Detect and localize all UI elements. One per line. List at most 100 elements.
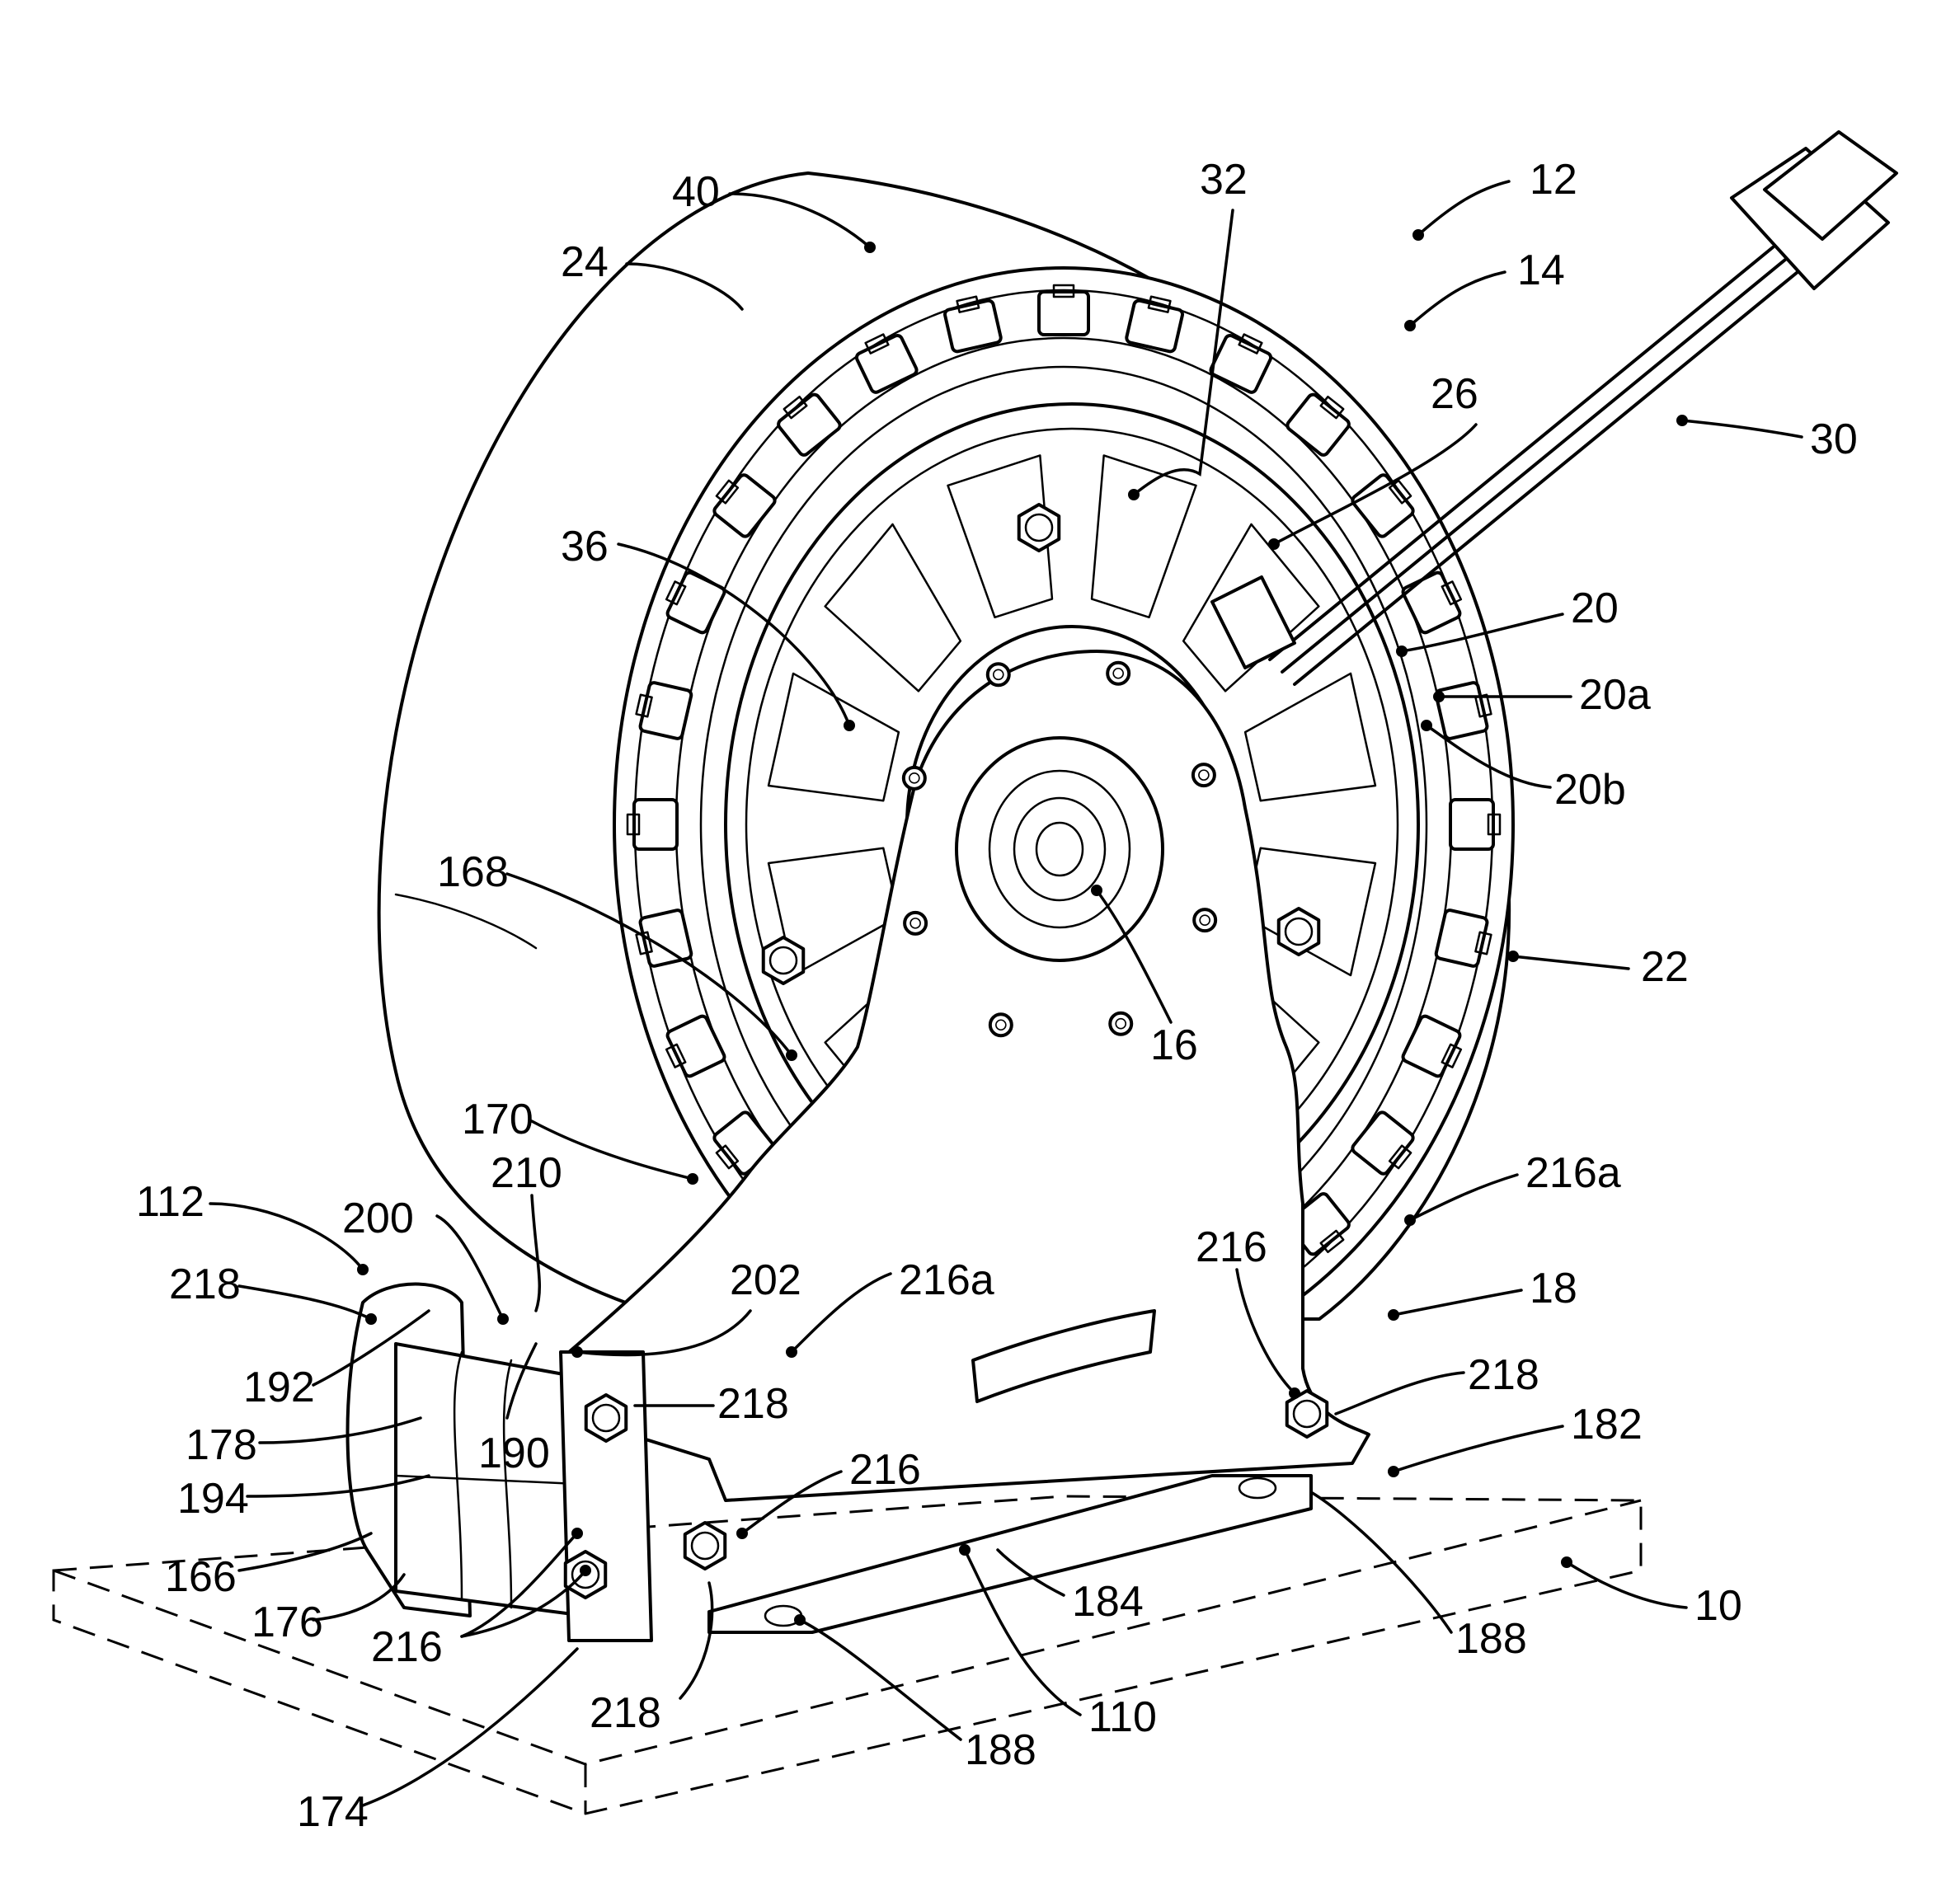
leader-arrowhead — [960, 1545, 970, 1555]
hex-nut — [586, 1395, 626, 1441]
leader-arrowhead — [1290, 1388, 1300, 1398]
label-166: 166 — [165, 1553, 237, 1601]
label-20: 20 — [1571, 585, 1619, 632]
screw-head — [1110, 1013, 1131, 1035]
label-36: 36 — [561, 523, 609, 570]
leader-line — [1410, 272, 1505, 326]
label-210: 210 — [491, 1149, 562, 1197]
leader-line — [1418, 181, 1509, 235]
leader-line — [239, 1533, 371, 1570]
screw-head — [1107, 663, 1129, 684]
label-20b: 20b — [1554, 766, 1626, 814]
leader-arrowhead — [1677, 415, 1687, 425]
label-10: 10 — [1694, 1582, 1742, 1630]
leader-arrowhead — [737, 1528, 747, 1538]
leader-arrowhead — [572, 1528, 582, 1538]
leader-arrowhead — [1413, 230, 1423, 240]
label-112: 112 — [136, 1178, 204, 1226]
label-192: 192 — [243, 1364, 315, 1411]
label-188-bottom: 188 — [965, 1726, 1036, 1774]
label-194: 194 — [177, 1475, 249, 1523]
screw-head — [905, 913, 926, 934]
screw-head — [1194, 909, 1215, 931]
leader-arrowhead — [1562, 1557, 1572, 1567]
label-176: 176 — [251, 1599, 323, 1646]
leader-arrowhead — [1405, 1215, 1415, 1225]
leader-arrowhead — [1434, 692, 1444, 702]
base-plate — [54, 1496, 1641, 1814]
leader-arrowhead — [688, 1174, 698, 1184]
label-22: 22 — [1641, 943, 1689, 991]
stator-tooth — [627, 800, 677, 849]
leader-line — [1311, 1492, 1451, 1632]
label-30: 30 — [1810, 415, 1858, 463]
leader-line — [1394, 1426, 1563, 1472]
label-188-right: 188 — [1455, 1615, 1527, 1663]
label-218-left: 218 — [169, 1261, 241, 1308]
label-178: 178 — [186, 1421, 257, 1469]
label-216-mid: 216 — [849, 1446, 921, 1494]
leader-line — [1682, 420, 1802, 437]
label-190: 190 — [478, 1430, 550, 1477]
label-218-bottom: 218 — [590, 1689, 661, 1737]
leader-arrowhead — [1405, 321, 1415, 331]
leader-arrowhead — [1422, 721, 1431, 730]
label-182: 182 — [1571, 1401, 1643, 1448]
label-20a: 20a — [1579, 671, 1651, 719]
label-202: 202 — [730, 1256, 801, 1304]
label-200: 200 — [342, 1195, 414, 1242]
leader-arrowhead — [498, 1314, 508, 1324]
label-12: 12 — [1530, 156, 1577, 204]
label-32: 32 — [1200, 156, 1248, 204]
label-168: 168 — [437, 848, 509, 896]
leader-arrowhead — [787, 1050, 797, 1060]
leader-line — [1513, 956, 1629, 969]
label-218-bottom-right: 218 — [1468, 1351, 1539, 1399]
stator-tooth — [1039, 285, 1088, 335]
label-216a-mid: 216a — [899, 1256, 994, 1304]
leader-line — [239, 1286, 371, 1319]
label-26: 26 — [1431, 370, 1478, 418]
leader-line — [800, 1620, 961, 1739]
leader-arrowhead — [787, 1347, 797, 1357]
label-18: 18 — [1530, 1265, 1577, 1312]
label-184: 184 — [1072, 1578, 1144, 1626]
label-218-mid: 218 — [717, 1380, 789, 1428]
leader-arrowhead — [795, 1615, 805, 1625]
stator-tooth — [1450, 800, 1500, 849]
label-14: 14 — [1517, 246, 1565, 294]
leader-arrowhead — [1508, 951, 1518, 961]
leader-arrowhead — [844, 721, 854, 730]
leader-line — [1336, 1373, 1464, 1414]
leader-arrowhead — [366, 1314, 376, 1324]
screw-head — [990, 1014, 1012, 1035]
leader-arrowhead — [1092, 885, 1102, 895]
leader-arrowhead — [572, 1347, 582, 1357]
label-16: 16 — [1150, 1021, 1198, 1069]
leader-arrowhead — [1397, 646, 1407, 656]
leader-arrowhead — [1129, 490, 1139, 500]
screw-head — [1193, 764, 1215, 786]
label-216a-right: 216a — [1525, 1149, 1621, 1197]
hex-nut — [764, 937, 803, 984]
leader-line — [680, 1583, 712, 1698]
label-40: 40 — [672, 168, 720, 216]
hex-nut — [1279, 908, 1318, 955]
leader-arrowhead — [1389, 1310, 1398, 1320]
label-170: 170 — [462, 1096, 533, 1143]
leader-arrowhead — [1269, 539, 1279, 549]
screw-head — [988, 664, 1009, 685]
leader-line — [1567, 1562, 1686, 1608]
label-216-left: 216 — [371, 1623, 443, 1671]
label-110: 110 — [1088, 1693, 1157, 1741]
leader-arrowhead — [865, 242, 875, 252]
leader-line — [1394, 1290, 1521, 1315]
leader-arrowhead — [580, 1566, 590, 1575]
hex-nut — [1019, 505, 1059, 551]
hex-nut — [685, 1523, 725, 1569]
label-24: 24 — [561, 238, 609, 286]
screw-head — [904, 768, 925, 789]
leader-line — [363, 1649, 577, 1805]
label-216-right: 216 — [1196, 1223, 1267, 1271]
